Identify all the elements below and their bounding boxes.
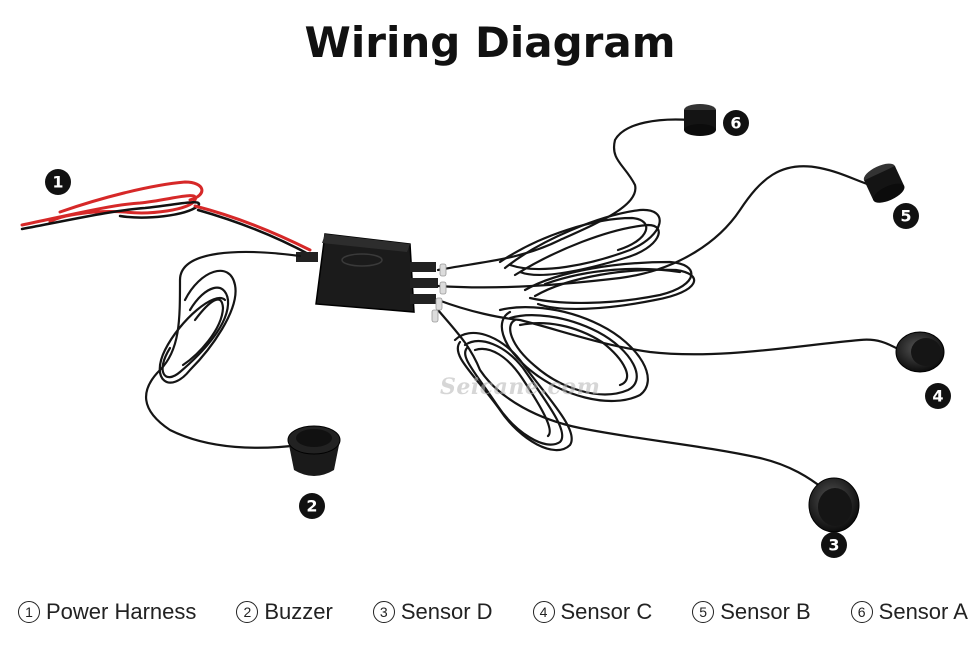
sensor-cables (436, 118, 902, 492)
legend-item-sensor-d: 3 Sensor D (372, 599, 493, 625)
marker-2: 2 (299, 493, 325, 519)
marker-6: 6 (723, 110, 749, 136)
legend-number: 6 (850, 601, 873, 623)
cable-ties (431, 263, 447, 323)
legend: 1 Power Harness 2 Buzzer 3 Sensor D 4 Se… (18, 596, 968, 628)
legend-item-sensor-c: 4 Sensor C (532, 599, 653, 625)
legend-label: Power Harness (46, 599, 197, 624)
legend-label: Sensor B (720, 599, 811, 624)
marker-5: 5 (893, 203, 919, 229)
legend-label: Sensor C (560, 599, 653, 624)
svg-text:5: 5 (900, 207, 911, 226)
marker-1: 1 (45, 169, 71, 195)
legend-item-sensor-b: 5 Sensor B (692, 599, 811, 625)
buzzer (287, 425, 341, 476)
svg-text:1: 1 (52, 173, 63, 192)
sensor-b (863, 163, 905, 203)
sensor-a (684, 104, 716, 136)
power-harness (20, 180, 314, 258)
legend-label: Sensor D (400, 599, 493, 624)
legend-number: 3 (372, 601, 395, 623)
legend-item-sensor-a: 6 Sensor A (850, 599, 968, 625)
legend-item-buzzer: 2 Buzzer (236, 599, 333, 625)
legend-item-power-harness: 1 Power Harness (18, 599, 196, 625)
svg-text:3: 3 (828, 536, 839, 555)
watermark: Seicane.com (440, 374, 601, 400)
svg-text:2: 2 (306, 497, 317, 516)
legend-number: 5 (692, 601, 715, 623)
svg-text:6: 6 (730, 114, 741, 133)
svg-text:4: 4 (932, 387, 943, 406)
legend-number: 1 (18, 601, 40, 623)
sensor-c (895, 331, 945, 373)
marker-3: 3 (821, 532, 847, 558)
page-title: Wiring Diagram (304, 18, 676, 67)
sensor-d (808, 477, 860, 533)
legend-number: 4 (532, 601, 555, 623)
marker-4: 4 (925, 383, 951, 409)
buzzer-cable (145, 250, 302, 449)
legend-label: Sensor A (878, 599, 968, 624)
control-box (296, 233, 438, 313)
legend-number: 2 (236, 601, 259, 623)
legend-label: Buzzer (264, 599, 333, 624)
